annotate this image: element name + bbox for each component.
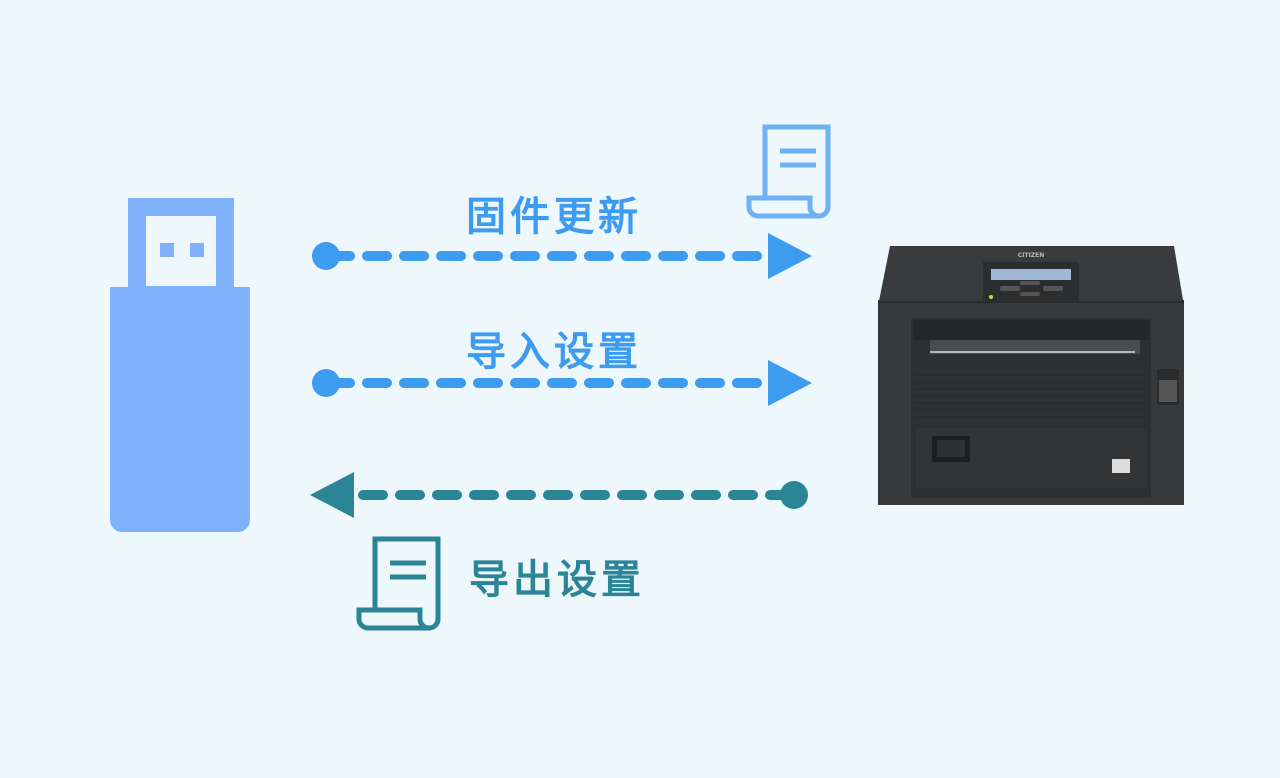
firmware-update-arrow <box>312 233 812 279</box>
export-settings-label: 导出设置 <box>469 557 645 603</box>
document-icon <box>356 536 441 631</box>
import-settings-label: 导入设置 <box>466 329 642 375</box>
import-settings-arrow <box>312 360 812 406</box>
export-settings-arrow <box>310 472 808 518</box>
firmware-update-label: 固件更新 <box>466 194 642 240</box>
document-icon <box>746 124 831 219</box>
usb-drive-icon <box>110 198 250 532</box>
printer-image: CITIZEN <box>878 246 1184 505</box>
printer-brand: CITIZEN <box>1018 252 1044 259</box>
